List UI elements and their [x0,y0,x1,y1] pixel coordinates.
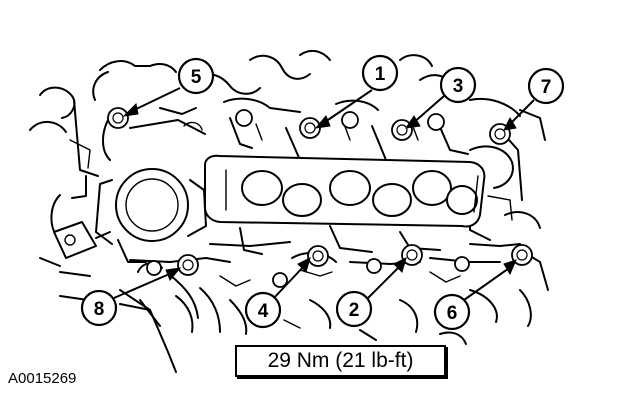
figure-id-label: A0015269 [8,370,77,387]
torque-spec-label: 29 Nm (21 lb-ft) [235,345,446,377]
callout-2: 2 [335,290,373,328]
stud [146,260,162,276]
callout-8: 8 [80,289,118,327]
leader-6 [463,265,513,301]
stud [235,109,253,127]
stud [366,258,382,274]
leader-5 [129,87,181,113]
leader-1 [321,89,373,125]
bolt-3 [391,119,413,141]
callout-number: 4 [258,301,269,322]
leader-2 [367,263,403,299]
callout-number: 8 [94,299,105,320]
bolt-8 [177,254,199,276]
stud [341,111,359,129]
stud [427,113,445,131]
callout-number: 2 [349,300,360,321]
bolt-4 [307,245,329,267]
leader-4 [271,263,307,301]
stud [272,272,288,288]
callout-leaders [113,87,535,301]
callout-number: 7 [541,77,552,98]
leader-3 [411,95,445,125]
callout-number: 5 [191,67,202,88]
bolt-2 [401,244,423,266]
bolt-5 [107,107,129,129]
callout-3: 3 [439,66,477,104]
bolt-1 [299,117,321,139]
stud [454,256,470,272]
callout-6: 6 [433,293,471,331]
callout-5: 5 [177,57,215,95]
callout-number: 3 [453,76,464,97]
callout-number: 1 [375,64,386,85]
callout-4: 4 [244,291,282,329]
bolt-6 [511,244,533,266]
callout-markers: 5 1 3 7 8 4 2 6 [80,54,565,331]
callout-1: 1 [361,54,399,92]
callout-7: 7 [527,67,565,105]
callout-number: 6 [447,303,458,324]
leader-8 [113,271,175,299]
manifold-bolts [107,107,533,288]
